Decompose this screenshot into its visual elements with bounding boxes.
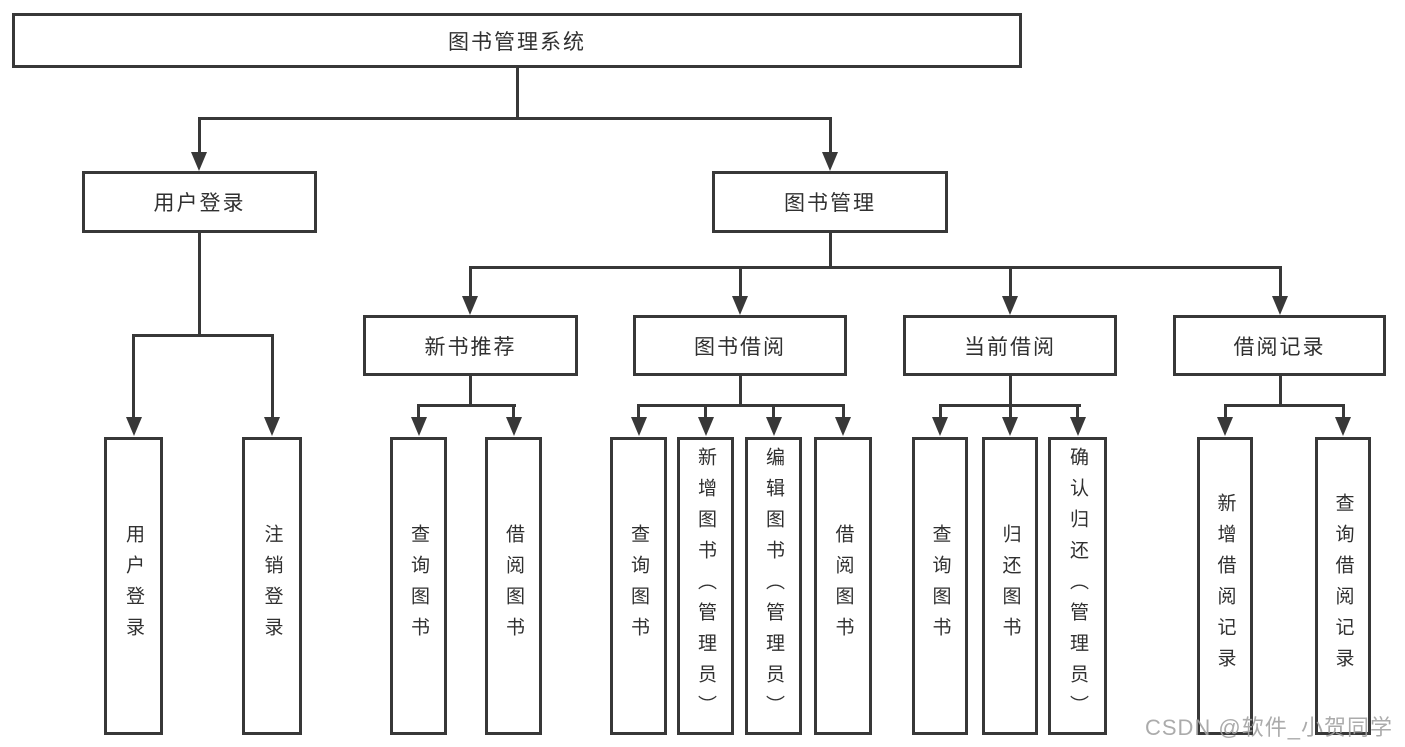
leaf-user-login: 用户登录 [104,437,163,735]
connector-records-branch [1223,404,1345,407]
connector-drop-newbook-2 [512,404,515,418]
arrowhead-new-book [462,296,478,315]
arrowhead-user-login [191,152,207,171]
connector-drop-borrow-1 [637,404,640,418]
arrowhead-login-1 [125,417,142,436]
leaf-borrow-borrow: 借阅图书 [814,437,872,735]
connector-drop-book-borrow [738,266,742,296]
leaf-borrow-query: 查询图书 [610,437,667,735]
arrowhead-current-3 [1069,417,1086,436]
arrowhead-book-mgmt [822,152,838,171]
arrowhead-borrow-2 [697,417,714,436]
connector-login-stem [197,233,201,336]
node-borrow-records: 借阅记录 [1173,315,1386,376]
arrowhead-borrow-1 [630,417,647,436]
connector-root-branch [197,117,832,120]
arrowhead-newbook-1 [410,417,427,436]
leaf-label: 归还图书 [999,524,1021,648]
leaf-records-query: 查询借阅记录 [1315,437,1371,735]
connector-drop-records-1 [1223,404,1227,418]
connector-login-branch [132,334,274,337]
connector-newbook-stem [468,376,472,406]
connector-drop-login-1 [132,334,135,418]
connector-drop-user-login [197,117,201,154]
connector-bookmgmt-branch [468,266,1282,269]
arrowhead-borrow-4 [835,417,851,436]
leaf-label: 编辑图书（管理员） [763,446,784,726]
node-book-borrow: 图书借阅 [633,315,847,376]
connector-drop-newbook-1 [417,404,420,418]
connector-drop-borrow-2 [704,404,707,418]
node-user-login: 用户登录 [82,171,317,233]
connector-records-stem [1278,376,1282,406]
arrowhead-book-borrow [732,296,748,315]
leaf-current-return: 归还图书 [982,437,1038,735]
leaf-newbook-borrow: 借阅图书 [485,437,542,735]
arrowhead-records-1 [1217,417,1233,436]
connector-drop-records-2 [1341,404,1345,418]
leaf-current-query: 查询图书 [912,437,968,735]
node-label: 图书管理 [784,192,876,215]
connector-bookborrow-stem [738,376,742,406]
leaf-label: 查询借阅记录 [1332,493,1354,679]
arrowhead-current-2 [1002,417,1018,436]
node-current-borrow: 当前借阅 [903,315,1117,376]
connector-newbook-branch [417,404,516,407]
connector-drop-current-2 [1008,404,1012,418]
connector-root-stem [515,68,519,119]
leaf-label: 注销登录 [261,524,283,648]
connector-drop-borrow-records [1278,266,1282,296]
leaf-label: 新增借阅记录 [1214,493,1236,679]
node-library-system: 图书管理系统 [12,13,1022,68]
connector-bookmgmt-stem [828,233,832,268]
connector-drop-new-book [468,266,472,296]
connector-drop-current-borrow [1008,266,1012,296]
leaf-label: 借阅图书 [832,524,854,648]
arrowhead-newbook-2 [505,417,522,436]
leaf-records-add: 新增借阅记录 [1197,437,1253,735]
leaf-label: 查询图书 [628,524,649,648]
leaf-borrow-edit-admin: 编辑图书（管理员） [745,437,802,735]
leaf-label: 查询图书 [408,524,429,648]
leaf-label: 确认归还（管理员） [1067,446,1088,726]
connector-bookborrow-branch [637,404,845,407]
csdn-watermark: CSDN @软件_小贺同学 [1144,715,1393,740]
arrowhead-login-2 [264,417,280,436]
node-label: 图书管理系统 [448,30,586,54]
leaf-label: 查询图书 [929,524,951,648]
node-label: 当前借阅 [964,335,1056,359]
connector-drop-book-mgmt [828,117,832,154]
connector-drop-borrow-4 [841,404,845,418]
leaf-label: 用户登录 [123,524,144,648]
leaf-logout: 注销登录 [242,437,302,735]
connector-currentborrow-stem [1008,376,1012,406]
leaf-label: 新增图书（管理员） [695,446,716,726]
leaf-borrow-add-admin: 新增图书（管理员） [677,437,734,735]
connector-drop-current-1 [938,404,942,418]
arrowhead-current-1 [932,417,948,436]
arrowhead-borrow-3 [765,417,782,436]
node-label: 图书借阅 [694,335,786,359]
node-label: 借阅记录 [1233,335,1326,359]
connector-drop-current-3 [1076,404,1079,418]
node-new-book: 新书推荐 [363,315,578,376]
leaf-label: 借阅图书 [503,524,524,648]
connector-drop-borrow-3 [772,404,775,418]
arrowhead-current-borrow [1002,296,1018,315]
node-label: 新书推荐 [424,335,517,359]
node-book-mgmt: 图书管理 [712,171,948,233]
leaf-newbook-query: 查询图书 [390,437,447,735]
arrowhead-borrow-records [1272,296,1288,315]
arrowhead-records-2 [1335,417,1351,436]
connector-drop-login-2 [270,334,274,418]
leaf-current-confirm-admin: 确认归还（管理员） [1048,437,1107,735]
node-label: 用户登录 [153,192,246,215]
